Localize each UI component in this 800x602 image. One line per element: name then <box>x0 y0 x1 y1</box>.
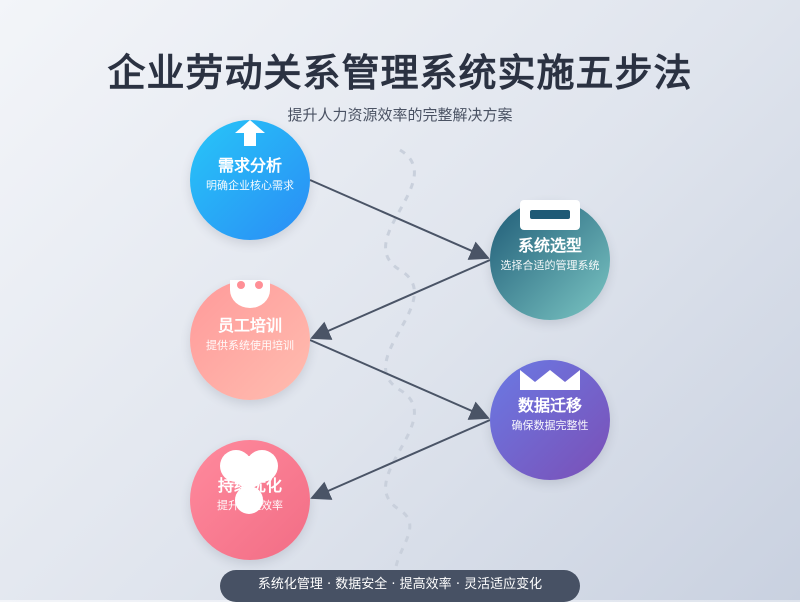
step-1-desc: 明确企业核心需求 <box>206 179 294 192</box>
step-4-desc: 确保数据完整性 <box>511 419 589 432</box>
step-1-label: 需求分析 <box>217 156 282 175</box>
card-icon <box>520 200 580 230</box>
step-3-staff-training: 员工培训 提供系统使用培训 <box>190 280 310 400</box>
step-4-label: 数据迁移 <box>517 396 582 415</box>
upload-arrow-icon <box>235 120 265 146</box>
decorative-dashed-wave <box>384 148 416 591</box>
arrow-step3-to-step4 <box>309 339 490 420</box>
step-3-desc: 提供系统使用培训 <box>206 339 294 352</box>
cloud-icon <box>220 450 278 514</box>
arrow-step1-to-step2 <box>309 179 490 260</box>
crown-icon <box>520 370 580 390</box>
arrow-step2-to-step3 <box>310 259 491 340</box>
page-title: 企业劳动关系管理系统实施五步法 <box>107 51 693 95</box>
step-2-label: 系统选型 <box>517 236 582 255</box>
arrow-step4-to-step5 <box>310 419 491 500</box>
step-3-label: 员工培训 <box>217 316 282 335</box>
step-2-desc: 选择合适的管理系统 <box>500 259 600 272</box>
face-icon <box>230 280 270 308</box>
footer-banner: 系统化管理 · 数据安全 · 提高效率 · 灵活适应变化 <box>220 570 580 602</box>
page-subtitle: 提升人力资源效率的完整解决方案 <box>287 106 513 124</box>
